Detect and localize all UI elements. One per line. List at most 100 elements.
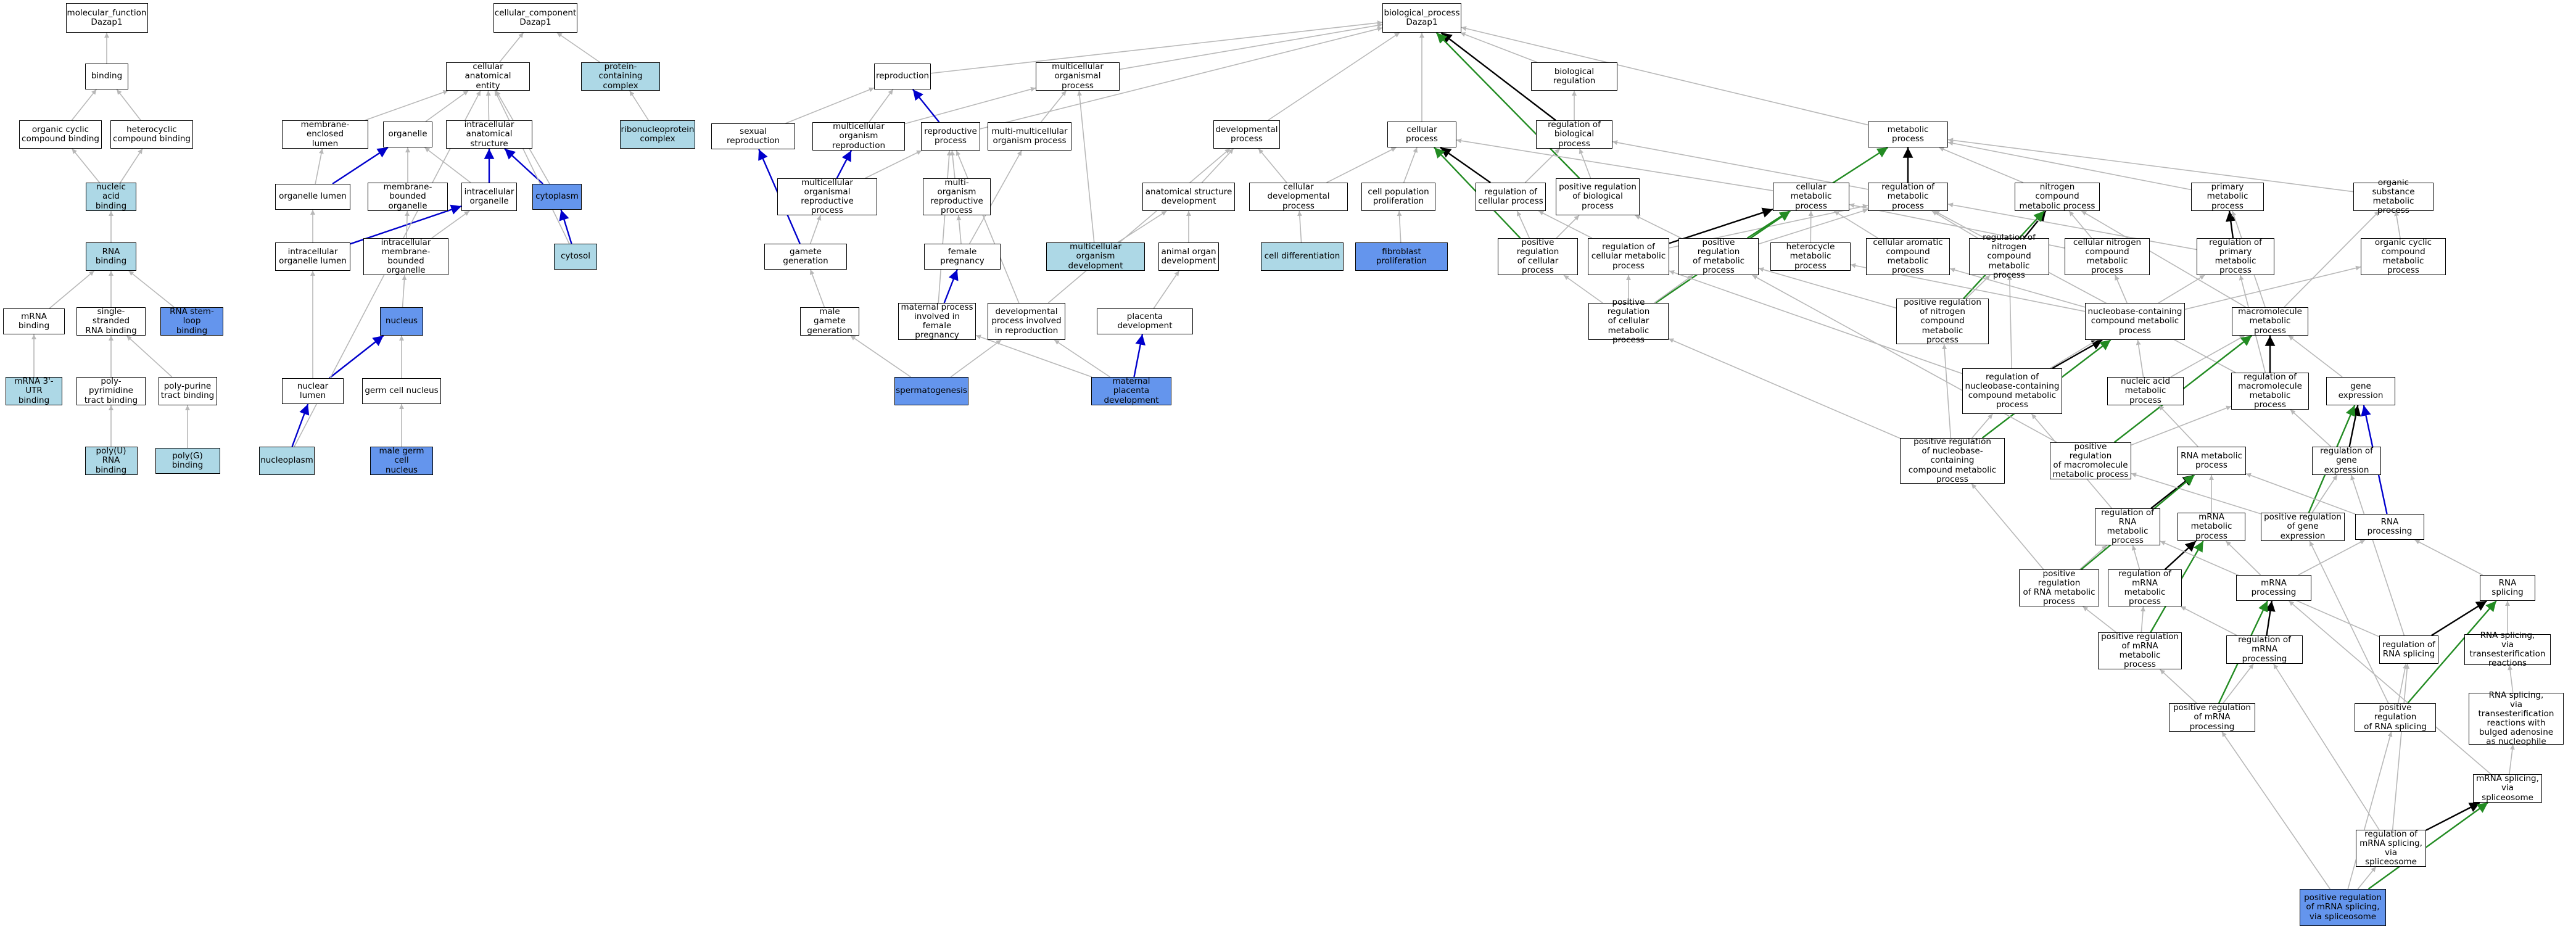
term-node-cae[interactable]: cellular anatomical entity (446, 62, 530, 91)
term-node-metproc[interactable]: metabolic process (1868, 122, 1948, 147)
term-node-m3utr[interactable]: mRNA 3'-UTR binding (6, 377, 62, 405)
term-node-mrnab[interactable]: mRNA binding (3, 308, 65, 334)
term-node-iol[interactable]: intracellular organelle lumen (275, 242, 350, 271)
term-node-posregrnasplice[interactable]: positive regulation of RNA splicing (2355, 703, 2436, 732)
term-node-regnbcmp[interactable]: regulation of nucleobase-containing comp… (1962, 368, 2062, 414)
term-node-posregmrnamp[interactable]: positive regulation of mRNA metabolic pr… (2098, 632, 2182, 669)
term-node-ncmp[interactable]: nitrogen compound metabolic process (2015, 183, 2100, 211)
term-node-cmp[interactable]: cellular metabolic process (1773, 183, 1849, 211)
term-node-polyu[interactable]: poly(U) RNA binding (85, 447, 138, 475)
term-node-cc[interactable]: cellular_component Dazap1 (493, 3, 577, 33)
term-node-bioreg[interactable]: biological regulation (1531, 62, 1617, 91)
term-node-mel[interactable]: membrane-enclosed lumen (282, 120, 368, 149)
term-node-celldiff[interactable]: cell differentiation (1261, 242, 1344, 271)
term-node-mgcn[interactable]: male germ cell nucleus (370, 447, 433, 475)
term-node-posregbp[interactable]: positive regulation of biological proces… (1556, 178, 1640, 215)
term-node-regmrnamp[interactable]: regulation of mRNA metabolic process (2108, 569, 2182, 606)
term-node-posregmp[interactable]: positive regulation of metabolic process (1678, 238, 1759, 275)
term-node-polyg[interactable]: poly(G) binding (155, 448, 220, 474)
term-node-mrnasplice[interactable]: mRNA splicing, via spliceosome (2473, 774, 2542, 803)
term-node-cpp[interactable]: cell population proliferation (1361, 183, 1435, 211)
term-node-posregcmp[interactable]: positive regulation of cellular metaboli… (1588, 298, 1669, 344)
term-node-rnamp[interactable]: RNA metabolic process (2177, 447, 2246, 475)
term-node-fibprol[interactable]: fibroblast proliferation (1355, 242, 1448, 271)
term-node-macmp[interactable]: macromolecule metabolic process (2232, 307, 2308, 336)
term-node-fempreg[interactable]: female pregnancy (924, 244, 1001, 270)
term-node-osmp[interactable]: organic substance metabolic process (2353, 178, 2434, 215)
term-node-devproc[interactable]: developmental process (1213, 120, 1280, 149)
term-node-nucleus[interactable]: nucleus (380, 307, 423, 336)
term-node-geneexp[interactable]: gene expression (2326, 377, 2395, 405)
term-node-regncmp[interactable]: regulation of nitrogen compound metaboli… (1969, 233, 2049, 279)
term-node-nab[interactable]: nucleic acid binding (86, 183, 136, 211)
term-node-regrnamp[interactable]: regulation of RNA metabolic process (2095, 508, 2160, 545)
term-node-malegam[interactable]: male gamete generation (800, 307, 859, 336)
term-node-mf[interactable]: molecular_function Dazap1 (65, 3, 148, 33)
term-node-placdev[interactable]: placenta development (1097, 308, 1193, 334)
term-node-hccb[interactable]: heterocyclic compound binding (110, 120, 193, 149)
term-node-imbo[interactable]: intracellular membrane-bounded organelle (363, 238, 448, 275)
term-node-organelle[interactable]: organelle (383, 122, 432, 147)
term-node-posregcp[interactable]: positive regulation of cellular process (1498, 238, 1578, 275)
term-node-reggeneexp[interactable]: regulation of gene expression (2312, 447, 2381, 475)
term-node-ssrnab[interactable]: single-stranded RNA binding (76, 307, 146, 336)
term-node-bp[interactable]: biological_process Dazap1 (1382, 3, 1461, 33)
term-node-posregmrnaproc[interactable]: positive regulation of mRNA processing (2169, 703, 2255, 732)
term-node-rnab[interactable]: RNA binding (86, 242, 136, 271)
term-node-cytosol[interactable]: cytosol (554, 244, 597, 270)
term-node-mcor[interactable]: multicellular organism reproduction (812, 122, 905, 151)
term-node-nbcmp[interactable]: nucleobase-containing compound metabolic… (2085, 303, 2185, 340)
term-node-posregncmp[interactable]: positive regulation of nitrogen compound… (1896, 298, 1989, 344)
term-node-gamgen[interactable]: gamete generation (764, 244, 847, 270)
term-node-polypyr[interactable]: poly-pyrimidine tract binding (76, 377, 146, 405)
term-node-regcp[interactable]: regulation of cellular process (1476, 183, 1546, 211)
term-node-rnasplice[interactable]: RNA splicing (2480, 575, 2535, 601)
term-node-repproc[interactable]: reproductive process (921, 122, 980, 151)
term-node-cytoplasm[interactable]: cytoplasm (532, 184, 582, 210)
term-node-morp[interactable]: multi-organism reproductive process (923, 178, 991, 215)
term-node-cdp[interactable]: cellular developmental process (1249, 183, 1348, 211)
term-node-posregnbcmp[interactable]: positive regulation of nucleobase-contai… (1900, 437, 2005, 484)
term-node-posreggeneexp[interactable]: positive regulation of gene expression (2261, 513, 2345, 541)
term-node-matplac[interactable]: maternal placenta development (1091, 377, 1171, 405)
term-node-nucleoplasm[interactable]: nucleoplasm (259, 447, 315, 475)
term-node-cellproc[interactable]: cellular process (1387, 122, 1456, 147)
term-node-reproduction[interactable]: reproduction (874, 64, 931, 89)
term-node-ias[interactable]: intracellular anatomical structure (446, 120, 532, 149)
term-node-asd[interactable]: anatomical structure development (1142, 183, 1235, 211)
term-node-binding[interactable]: binding (85, 64, 128, 89)
term-node-primp[interactable]: primary metabolic process (2191, 183, 2264, 211)
term-node-rnaproc[interactable]: RNA processing (2355, 514, 2424, 540)
term-node-pcc[interactable]: protein-containing complex (581, 62, 660, 91)
term-node-devrep[interactable]: developmental process involved in reprod… (988, 303, 1065, 340)
term-node-regmrnaproc[interactable]: regulation of mRNA processing (2226, 635, 2303, 664)
term-node-posregrnamp[interactable]: positive regulation of RNA metabolic pro… (2019, 569, 2099, 606)
term-node-regmacmp[interactable]: regulation of macromolecule metabolic pr… (2231, 372, 2309, 410)
term-node-occmp[interactable]: organic cyclic compound metabolic proces… (2361, 238, 2446, 275)
term-node-posregmrnasplice[interactable]: positive regulation of mRNA splicing, vi… (2300, 889, 2386, 926)
term-node-matproc[interactable]: maternal process involved in female preg… (898, 302, 976, 340)
term-node-regcmp[interactable]: regulation of cellular metabolic process (1588, 238, 1669, 275)
term-node-polypur[interactable]: poly-purine tract binding (158, 377, 217, 405)
term-node-mcod[interactable]: multicellular organism development (1046, 242, 1145, 271)
term-node-occb[interactable]: organic cyclic compound binding (19, 120, 102, 149)
term-node-hcmp[interactable]: heterocycle metabolic process (1770, 242, 1851, 271)
term-node-namp[interactable]: nucleic acid metabolic process (2107, 377, 2184, 405)
term-node-regmp[interactable]: regulation of metabolic process (1868, 183, 1948, 211)
term-node-rnasplicebulged[interactable]: RNA splicing, via transesterification re… (2469, 690, 2564, 746)
term-node-gcn[interactable]: germ cell nucleus (362, 378, 441, 404)
term-node-mrnaproc[interactable]: mRNA processing (2236, 575, 2311, 601)
term-node-sexrep[interactable]: sexual reproduction (711, 123, 795, 149)
term-node-rnpc[interactable]: ribonucleoprotein complex (620, 120, 695, 149)
term-node-mmop[interactable]: multi-multicellular organism process (988, 122, 1071, 151)
term-node-mcop[interactable]: multicellular organismal process (1036, 62, 1120, 91)
term-node-aod[interactable]: animal organ development (1158, 242, 1219, 271)
term-node-regprimp[interactable]: regulation of primary metabolic process (2197, 238, 2274, 275)
term-node-mrnamp[interactable]: mRNA metabolic process (2178, 513, 2245, 541)
term-node-regrnasplice[interactable]: regulation of RNA splicing (2379, 635, 2438, 664)
term-node-rnasplicetrans[interactable]: RNA splicing, via transesterification re… (2464, 630, 2551, 668)
term-node-cncmp[interactable]: cellular nitrogen compound metabolic pro… (2065, 238, 2150, 275)
term-node-rnasl[interactable]: RNA stem-loop binding (160, 307, 223, 336)
term-node-mcorp[interactable]: multicellular organismal reproductive pr… (777, 178, 877, 215)
term-node-cacmp[interactable]: cellular aromatic compound metabolic pro… (1866, 238, 1950, 275)
